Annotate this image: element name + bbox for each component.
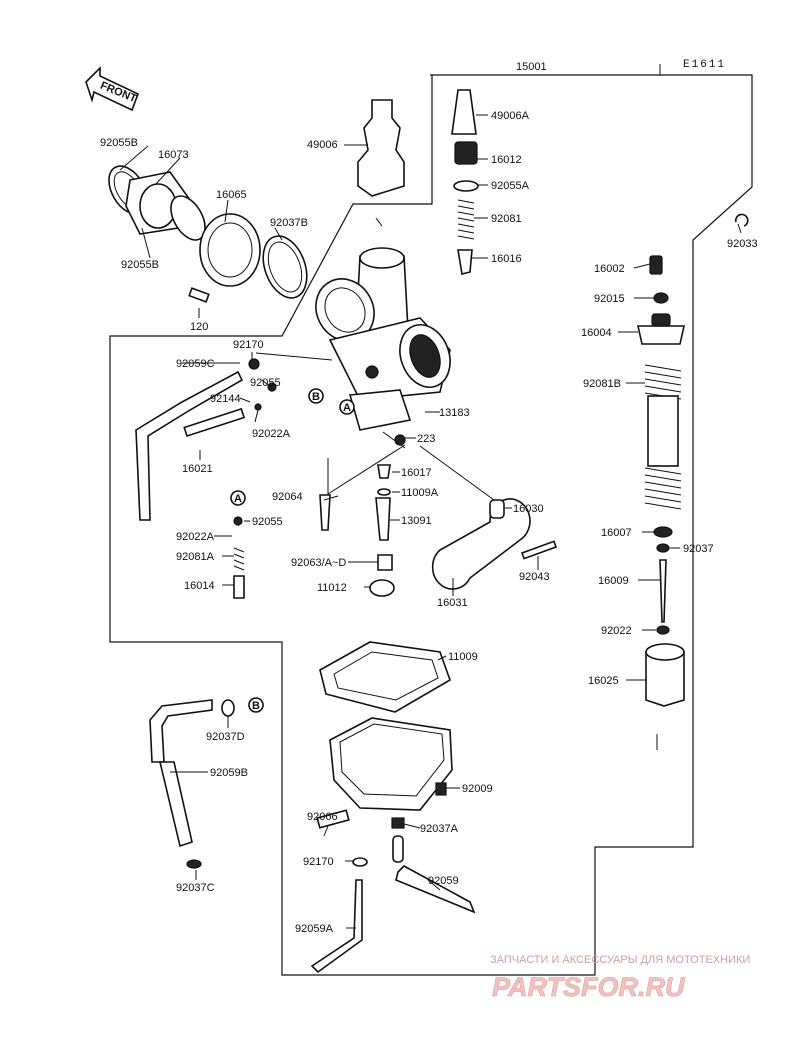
label-92081b: 92081B: [583, 378, 621, 390]
label-92059b: 92059B: [210, 767, 248, 779]
front-arrow-icon: [85, 66, 140, 112]
label-92064: 92064: [272, 491, 303, 503]
leader-lines: [119, 64, 742, 929]
throttle-slide-parts: [637, 213, 749, 707]
assembly-boundary: [109, 74, 753, 976]
part-labels: 15001 49006 49006A 16012 92055A 92081 16…: [100, 61, 758, 935]
label-92037: 92037: [683, 543, 714, 555]
label-92144: 92144: [210, 393, 241, 405]
label-16021: 16021: [182, 463, 213, 475]
label-92022a-left: 92022A: [176, 531, 215, 543]
label-92055-left: 92055: [252, 516, 283, 528]
label-92015: 92015: [594, 293, 625, 305]
label-16073: 16073: [158, 149, 189, 161]
label-16012: 16012: [491, 154, 522, 166]
float-parts: [319, 431, 558, 597]
label-223: 223: [417, 433, 435, 445]
label-92037a: 92037A: [420, 823, 459, 835]
label-11009: 11009: [448, 651, 478, 663]
label-92081a: 92081A: [176, 551, 215, 563]
label-92055b-top: 92055B: [100, 137, 138, 149]
label-92059a: 92059A: [295, 923, 334, 935]
marker-b-1: B: [308, 388, 324, 404]
label-16014: 16014: [184, 580, 215, 592]
watermark-tagline: ЗАПЧАСТИ И АКСЕССУАРЫ ДЛЯ МОТОТЕХНИКИ: [490, 954, 750, 966]
label-15001: 15001: [516, 61, 547, 73]
label-13091: 13091: [401, 515, 432, 527]
overflow-hoses: [149, 699, 235, 869]
label-92043: 92043: [519, 571, 550, 583]
svg-text:B: B: [312, 391, 320, 403]
marker-a-1: A: [339, 399, 355, 415]
label-13183: 13183: [439, 407, 470, 419]
label-92022a-mid: 92022A: [252, 428, 291, 440]
diagram-code: E1611: [683, 59, 726, 71]
label-16016: 16016: [491, 253, 522, 265]
svg-text:A: A: [343, 402, 351, 414]
label-92055-mid: 92055: [250, 377, 281, 389]
label-16017: 16017: [401, 467, 432, 479]
label-16004: 16004: [581, 327, 612, 339]
label-16065: 16065: [216, 189, 247, 201]
label-92055b-bottom: 92055B: [121, 259, 159, 271]
carburetor-body: [315, 247, 451, 431]
label-11009a: 11009A: [401, 487, 439, 499]
screw-and-jet-parts: [135, 358, 277, 599]
label-92063: 92063/A~D: [291, 557, 346, 569]
top-cap-parts: [357, 89, 479, 275]
label-92170-bottom: 92170: [303, 856, 334, 868]
label-92022: 92022: [601, 625, 632, 637]
label-92037c: 92037C: [176, 882, 215, 894]
float-bowl: [310, 641, 476, 974]
label-92066: 92066: [307, 811, 338, 823]
label-11012: 11012: [317, 582, 347, 594]
label-92059: 92059: [428, 875, 459, 887]
label-92055a: 92055A: [491, 180, 530, 192]
label-92037b: 92037B: [270, 217, 308, 229]
label-16031: 16031: [437, 597, 468, 609]
label-92081: 92081: [491, 213, 522, 225]
label-16007: 16007: [601, 527, 632, 539]
intake-parts: [108, 165, 308, 303]
label-92033: 92033: [727, 238, 758, 250]
watermark-logo: PARTSFOR.RU: [492, 972, 686, 1002]
label-49006: 49006: [307, 139, 338, 151]
marker-a-2: A: [230, 490, 246, 506]
label-49006a: 49006A: [491, 110, 530, 122]
label-16025: 16025: [588, 675, 619, 687]
label-92009: 92009: [462, 783, 493, 795]
label-16009: 16009: [598, 575, 629, 587]
label-92170-top: 92170: [233, 339, 264, 351]
svg-text:B: B: [252, 700, 260, 712]
svg-text:A: A: [234, 493, 242, 505]
label-92059c: 92059C: [176, 358, 215, 370]
label-16002: 16002: [594, 263, 625, 275]
marker-b-2: B: [248, 697, 264, 713]
label-92037d: 92037D: [206, 731, 245, 743]
label-120: 120: [190, 321, 208, 333]
label-16030: 16030: [513, 503, 544, 515]
